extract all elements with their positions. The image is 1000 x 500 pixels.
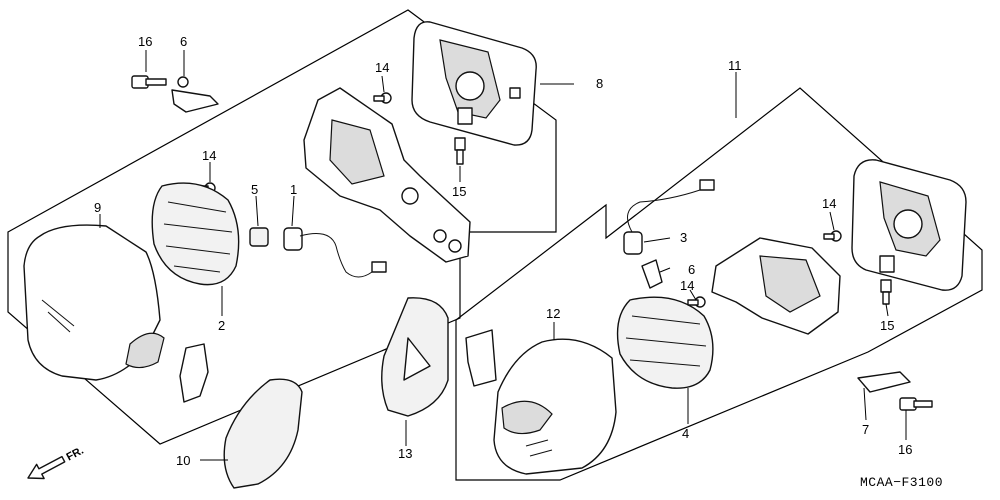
callout-16-right: 16: [898, 442, 912, 457]
callout-14-left-top: 14: [375, 60, 389, 75]
callout-11: 11: [728, 58, 742, 73]
callout-15-right: 15: [880, 318, 894, 333]
guard-10: [223, 378, 303, 489]
callout-12: 12: [546, 306, 560, 321]
screw-16-right: [899, 397, 933, 411]
callout-2: 2: [218, 318, 225, 333]
leader-lines: [99, 50, 907, 461]
screw-15-right: [880, 279, 892, 305]
callout-10: 10: [176, 453, 190, 468]
callout-4: 4: [682, 426, 689, 441]
front-winker-right: [616, 296, 714, 389]
callout-9: 9: [94, 200, 101, 215]
mirror-cover-left: [23, 224, 165, 381]
mirror-glass-left: [411, 21, 537, 146]
callout-3: 3: [680, 230, 687, 245]
right-assembly-frame: [455, 87, 983, 481]
socket-wire-left: [283, 227, 387, 278]
mirror-base-bracket-left: [303, 87, 471, 263]
clip-6-right: [641, 259, 663, 289]
screw-14-right-lens: [687, 296, 706, 308]
mirror-glass-right: [851, 159, 967, 291]
screw-14-right-top: [823, 230, 842, 242]
front-direction-arrow: FR.: [27, 445, 86, 480]
screw-14-left-top: [373, 92, 392, 104]
stay-7-right: [857, 371, 911, 393]
callout-1: 1: [290, 182, 297, 197]
callout-16-left: 16: [138, 34, 152, 49]
callout-6-left: 6: [180, 34, 187, 49]
guard-13: [381, 297, 449, 417]
socket-wire-right: [623, 179, 715, 255]
callout-8: 8: [596, 76, 603, 91]
callout-15-left: 15: [452, 184, 466, 199]
screw-16-left: [131, 75, 167, 89]
clip-left: [179, 343, 209, 403]
direction-label: FR.: [65, 445, 86, 464]
callout-7: 7: [862, 422, 869, 437]
callout-14-right-lens: 14: [680, 278, 694, 293]
clip-right: [465, 329, 497, 387]
front-winker-left: [151, 182, 240, 286]
stay-6-left: [171, 76, 219, 113]
bulb-left: [249, 227, 269, 247]
mirror-cover-right: [493, 338, 617, 475]
callout-13: 13: [398, 446, 412, 461]
callout-5: 5: [251, 182, 258, 197]
mirror-base-bracket-right: [711, 237, 841, 335]
callout-14-right-top: 14: [822, 196, 836, 211]
callout-14-left-lens: 14: [202, 148, 216, 163]
callout-6-right: 6: [688, 262, 695, 277]
screw-15-left: [454, 137, 466, 165]
diagram-code: MCAA−F3100: [860, 475, 943, 490]
